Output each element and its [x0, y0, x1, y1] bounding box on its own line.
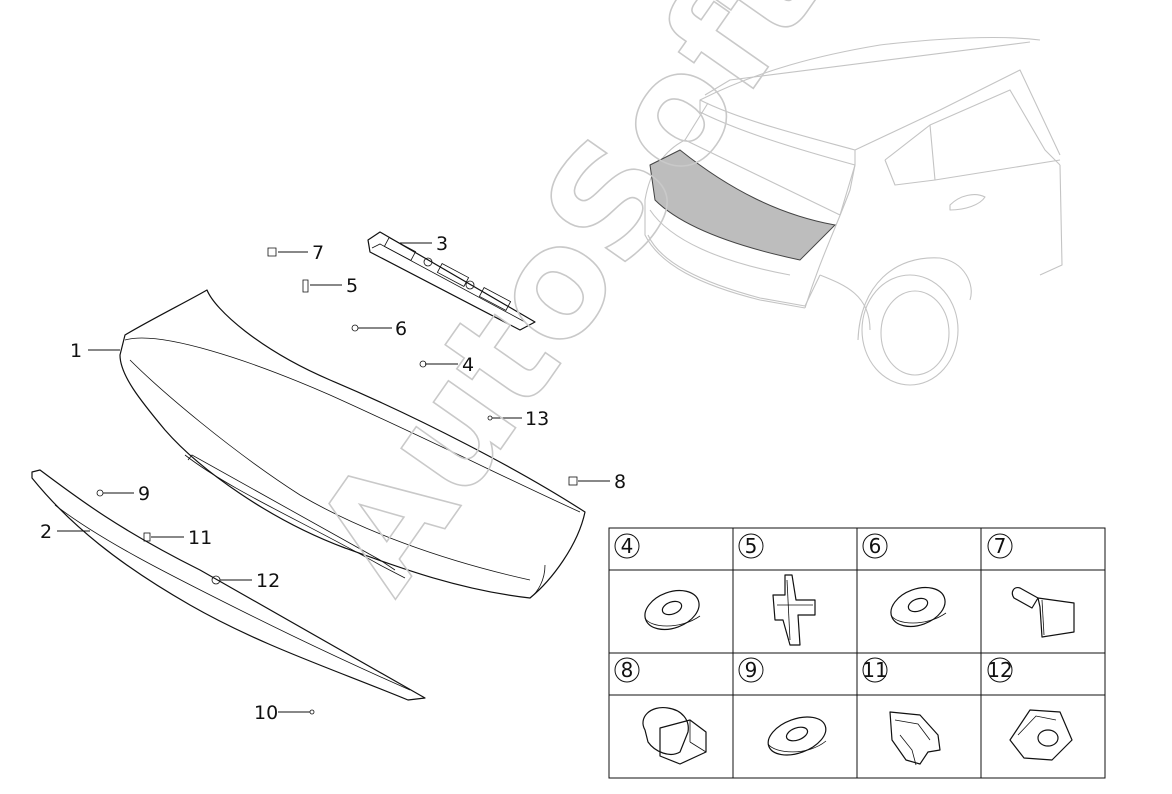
washer-icon — [767, 716, 827, 756]
fastener-11[interactable] — [143, 532, 151, 542]
vehicle-locator — [644, 36, 1063, 386]
callout-12[interactable]: 12 — [256, 570, 280, 592]
callout-4[interactable]: 4 — [462, 354, 474, 376]
callout-labels: 1 2 3 4 5 6 7 8 9 10 11 12 13 — [40, 233, 626, 724]
fastener-9[interactable] — [96, 489, 104, 497]
fastener-5[interactable] — [302, 279, 309, 293]
svg-text:6: 6 — [869, 534, 882, 558]
part-2-strip[interactable] — [31, 469, 426, 701]
legend-cell-5[interactable]: 5 — [738, 533, 816, 646]
legend-cell-9[interactable]: 9 — [738, 657, 831, 762]
callout-7[interactable]: 7 — [312, 242, 324, 264]
legend-cell-8[interactable]: 8 — [614, 657, 707, 765]
fastener-6[interactable] — [351, 324, 359, 332]
svg-text:9: 9 — [745, 658, 758, 682]
callout-11[interactable]: 11 — [188, 527, 212, 549]
retainer-clip-icon — [889, 711, 941, 766]
callout-6[interactable]: 6 — [395, 318, 407, 340]
callout-9[interactable]: 9 — [138, 483, 150, 505]
fastener-7[interactable] — [267, 247, 277, 257]
part-3-bracket[interactable] — [367, 231, 536, 331]
highlighted-garnish — [649, 149, 837, 261]
leader-lines — [57, 242, 610, 713]
legend-cell-6[interactable]: 6 — [862, 533, 950, 633]
legend-cell-11[interactable]: 11 — [862, 657, 941, 766]
svg-text:8: 8 — [621, 658, 634, 682]
legend-cell-12[interactable]: 12 — [987, 657, 1073, 761]
grommet-nut-icon — [642, 706, 707, 765]
callout-2[interactable]: 2 — [40, 521, 52, 543]
fastener-10[interactable] — [309, 709, 315, 715]
callout-5[interactable]: 5 — [346, 275, 358, 297]
svg-text:5: 5 — [745, 534, 758, 558]
svg-text:4: 4 — [621, 534, 634, 558]
fastener-legend: 4 5 6 — [608, 527, 1106, 779]
part-1-garnish[interactable] — [119, 289, 586, 599]
callout-1[interactable]: 1 — [70, 340, 82, 362]
svg-text:7: 7 — [994, 534, 1007, 558]
svg-text:12: 12 — [987, 658, 1012, 682]
fastener-12[interactable] — [211, 575, 221, 585]
callout-10[interactable]: 10 — [254, 702, 278, 724]
callout-13[interactable]: 13 — [525, 408, 549, 430]
fastener-8[interactable] — [568, 476, 578, 486]
clip-icon — [772, 574, 816, 646]
svg-text:11: 11 — [862, 658, 887, 682]
callout-3[interactable]: 3 — [436, 233, 448, 255]
legend-cell-4[interactable]: 4 — [614, 533, 704, 636]
callout-8[interactable]: 8 — [614, 471, 626, 493]
washer-icon — [890, 586, 947, 628]
square-nut-icon — [1009, 709, 1073, 761]
washer-icon — [644, 589, 701, 631]
legend-cell-7[interactable]: 7 — [987, 533, 1075, 638]
push-pin-icon — [1011, 587, 1075, 638]
